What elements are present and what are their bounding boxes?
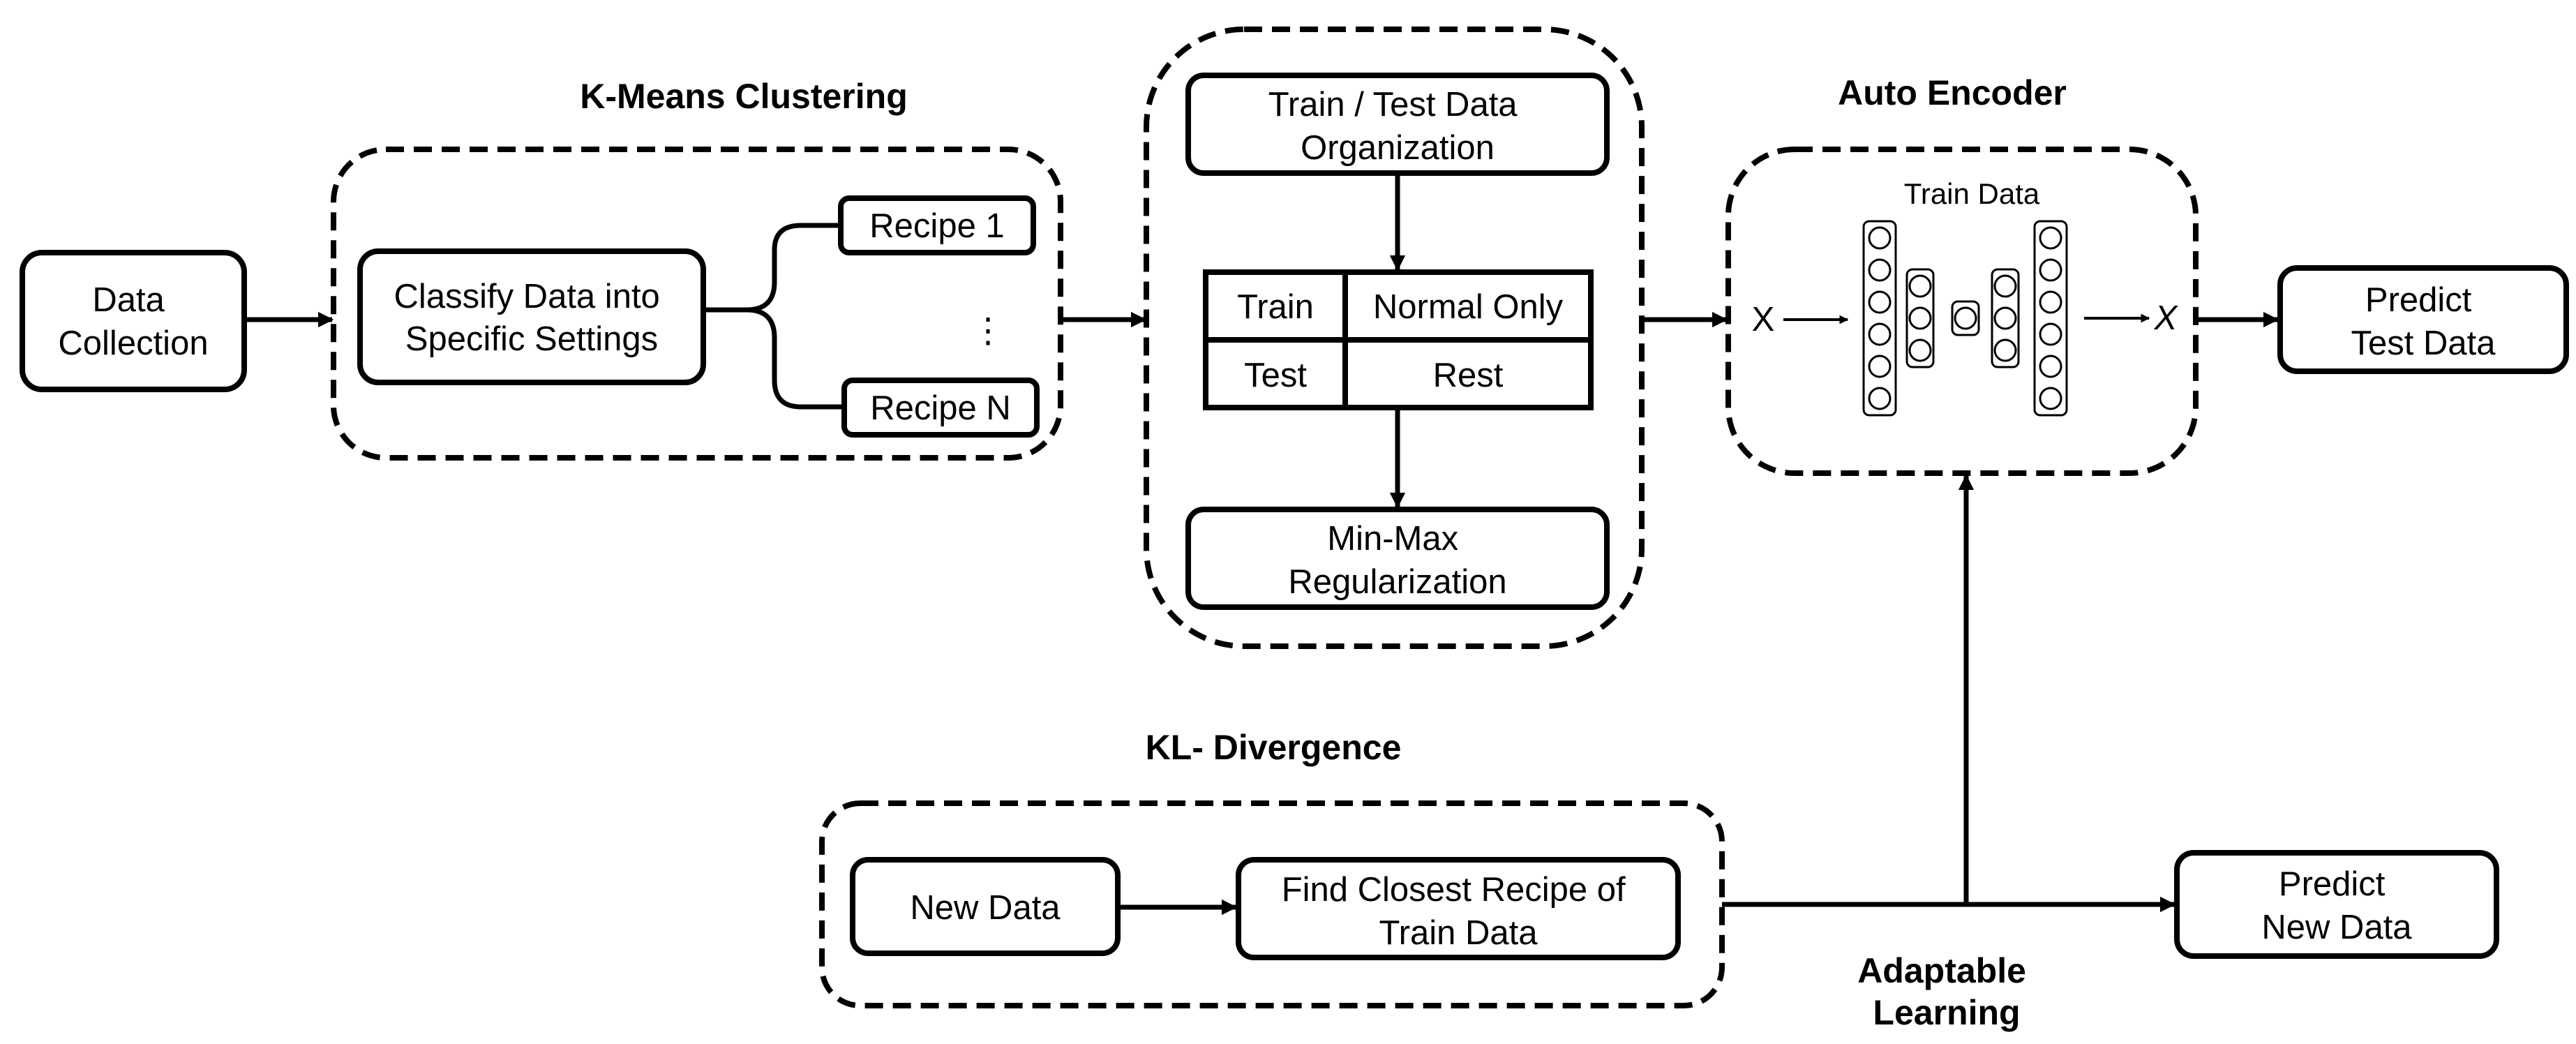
autoencoder-neuron [2039,322,2062,346]
min-max-box [1185,507,1610,610]
autoencoder-section-title: Auto Encoder [1838,73,2067,112]
train-data-caption: Train Data [1904,177,2040,210]
split-row-train-content: Normal Only [1373,288,1564,326]
recipe-bracket [703,223,841,313]
split-row-test-set: Test [1244,357,1307,394]
recipe-1-label: Recipe 1 [869,207,1004,245]
autoencoder-neuron [1868,290,1892,314]
kmeans-section-title: K-Means Clustering [580,77,908,116]
autoencoder-layer-1 [1862,220,1897,417]
find-closest-recipe-box [1236,857,1681,960]
predict-test-data-label: Predict Test Data [2351,281,2496,362]
kl-divergence-group [819,800,1725,1008]
autoencoder-neuron [1993,338,2017,362]
autoencoder-neuron [1908,338,1932,362]
autoencoder-neuron [1868,322,1892,346]
autoencoder-neuron [2039,258,2062,282]
classify-label: Classify Data into Specific Settings [394,278,670,358]
train-test-split-table: Train Normal Only Test Rest [1203,269,1594,410]
autoencoder-neuron [2039,226,2062,250]
autoencoder-neuron [2039,355,2062,378]
autoencoder-layer-5 [2033,220,2068,417]
autoencoder-neuron [1868,355,1892,378]
classify-box [357,248,706,385]
kmeans-group [331,147,1063,461]
recipe-ellipsis: ⋮ [971,312,1005,350]
split-row-train-set: Train [1237,288,1314,326]
autoencoder-neuron [1993,306,2017,330]
adaptable-learning-label: Adaptable Learning [1857,951,2036,1032]
autoencoder-neuron [1908,306,1932,330]
train-test-organization-label: Train / Test Data Organization [1268,86,1527,167]
autoencoder-neuron [2039,290,2062,314]
kl-divergence-section-title: KL- Divergence [1146,728,1402,767]
autoencoder-neuron [2039,387,2062,410]
autoencoder-neuron [1954,306,1977,330]
recipe-n-box [841,378,1040,438]
autoencoder-neuron [1868,258,1892,282]
autoencoder-neuron [1868,226,1892,250]
autoencoder-output-x: X [2154,299,2179,337]
autoencoder-neuron [1868,387,1892,410]
autoencoder-neuron [1993,274,2017,298]
autoencoder-network [1862,220,2068,417]
data-organization-group [1144,27,1645,649]
predict-new-data-box [2174,850,2499,959]
autoencoder-input-x: X [1752,301,1775,338]
adaptable-learning-line-2: Learning [1873,993,2020,1032]
find-closest-recipe-label: Find Closest Recipe of Train Data [1282,871,1635,952]
recipe-n-label: Recipe N [870,389,1011,427]
data-collection-label: Data Collection [58,281,208,362]
recipe-1-box [838,195,1036,255]
autoencoder-group [1725,147,2199,476]
data-collection-box [20,250,247,392]
min-max-label: Min-Max Regularization [1288,520,1506,601]
new-data-label: New Data [910,889,1061,927]
split-row-test-content: Rest [1433,357,1504,394]
predict-new-data-label: Predict New Data [2261,865,2412,946]
autoencoder-neuron [1908,274,1932,298]
adaptable-learning-line-1: Adaptable [1857,951,2026,990]
recipe-bracket-lower [746,307,844,410]
predict-test-data-box [2277,265,2569,374]
